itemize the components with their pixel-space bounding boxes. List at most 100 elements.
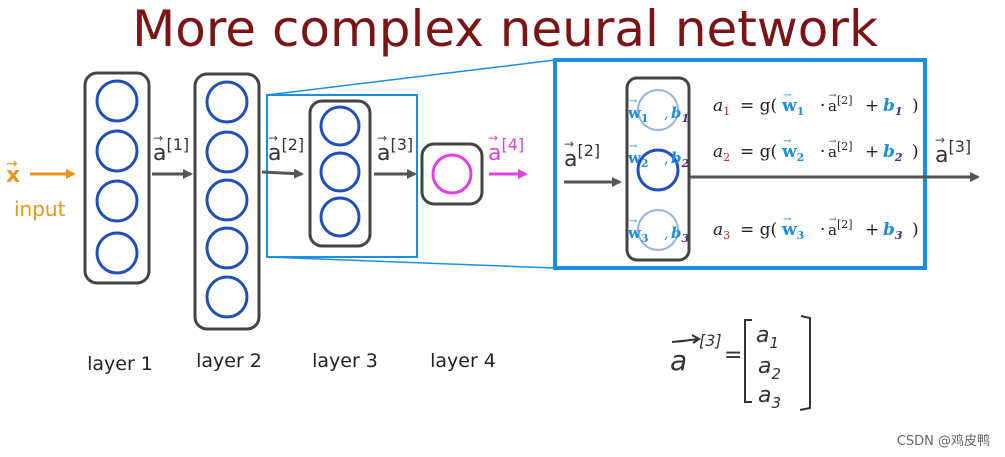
layer-1-label: layer 1 [87, 353, 153, 375]
svg-text:a1: a1 [713, 96, 730, 118]
svg-text:w2: w2 [627, 149, 649, 170]
svg-text:): ) [912, 142, 919, 162]
zoom-neuron-1-params: → w1 , b1 [627, 96, 689, 125]
layer-2-neuron [205, 226, 249, 270]
svg-text:b3: b3 [883, 220, 903, 242]
slide-title: More complex neural network [132, 0, 878, 58]
svg-text:,: , [664, 149, 669, 167]
svg-text:→: → [629, 216, 638, 227]
svg-text:w1: w1 [781, 96, 804, 118]
layer-2-neuron [205, 275, 249, 319]
svg-text:): ) [912, 96, 919, 116]
svg-text:a: a [670, 344, 687, 377]
svg-text:b3: b3 [671, 224, 690, 245]
layer-3-highlight-box [266, 94, 418, 258]
layer-4-box [420, 142, 484, 206]
layer-3-label: layer 3 [312, 350, 378, 372]
layer-2-neurons [205, 80, 249, 319]
watermark: CSDN @鸡皮鸭 [897, 433, 990, 449]
layer-1-neuron [95, 231, 139, 275]
layer-1-box [83, 71, 151, 285]
equation-3: a3 = g( → w3 · → a[2] + b3 ) [713, 214, 919, 242]
layer-4-label: layer 4 [430, 350, 496, 372]
svg-text:→: → [629, 96, 638, 107]
svg-text:w2: w2 [781, 142, 804, 164]
layer-1-neuron [95, 179, 139, 223]
input-x-symbol: x [6, 163, 20, 188]
layer-1-neurons [95, 79, 139, 275]
svg-text:a1: a1 [756, 323, 779, 352]
svg-text:→: → [783, 90, 792, 101]
zoom-connector-bottom [266, 256, 556, 269]
zoom-input-label: a[2] [564, 141, 600, 172]
svg-text:[3]: [3] [699, 331, 722, 350]
svg-text:b1: b1 [671, 104, 689, 125]
zoom-neuron-2-params: → w2 , b2 [627, 141, 690, 170]
input-x-arrow-symbol: → [6, 156, 18, 172]
svg-text:→: → [783, 136, 792, 147]
svg-text:= g(: = g( [740, 220, 777, 240]
zoom-neurons [636, 89, 680, 251]
svg-text:a[2]: a[2] [828, 218, 853, 239]
zoom-neuron-3-params: → w3 , b3 [627, 216, 690, 245]
svg-text:,: , [664, 224, 669, 242]
svg-text:= g(: = g( [740, 96, 777, 116]
svg-text:→: → [829, 137, 837, 147]
zoom-output-label: a[3] [935, 137, 971, 168]
svg-text:→: → [629, 141, 638, 152]
layer-2-label: layer 2 [196, 350, 262, 372]
a1-label: a[1] [153, 135, 189, 166]
svg-text:→: → [829, 215, 837, 225]
svg-text:+: + [865, 96, 879, 116]
layer-2-neuron [205, 178, 249, 222]
svg-text:a[2]: a[2] [828, 140, 853, 161]
zoom-input-vector-arrow: → [564, 137, 574, 151]
a2-arrow [261, 168, 304, 179]
svg-text:= g(: = g( [740, 142, 777, 162]
a2-vector-arrow: → [268, 131, 278, 145]
svg-text:b2: b2 [883, 142, 903, 164]
a3-label: a[3] [377, 135, 413, 166]
svg-text:→: → [783, 214, 792, 225]
svg-text:,: , [664, 104, 669, 122]
a4-label: a[4] [488, 135, 524, 166]
layer-3-neurons [319, 105, 361, 238]
layer-1-neuron [95, 129, 139, 173]
zoom-connector-top [266, 59, 556, 96]
svg-text:b1: b1 [883, 96, 903, 118]
handwritten-vector-arrow [671, 334, 701, 344]
svg-text:·: · [820, 220, 825, 240]
equation-1: a1 = g( → w1 · → a[2] + b1 ) [713, 90, 919, 118]
svg-text:→: → [829, 91, 837, 101]
svg-text:·: · [820, 142, 825, 162]
a4-vector-arrow: → [488, 131, 498, 145]
svg-text:a[2]: a[2] [828, 94, 853, 115]
zoom-output-vector-arrow: → [935, 133, 945, 147]
a2-label: a[2] [268, 135, 304, 166]
svg-text:a3: a3 [713, 220, 730, 242]
layer-3-box [308, 99, 372, 248]
svg-text:a2: a2 [758, 354, 781, 383]
equation-2: a2 = g( → w2 · → a[2] + b2 ) [713, 136, 919, 164]
svg-text:w3: w3 [627, 224, 649, 245]
layer-4-neuron [431, 153, 473, 195]
layer-2-box [193, 72, 261, 331]
input-label: input [14, 197, 66, 221]
layer-2-neuron [205, 130, 249, 174]
svg-text:w1: w1 [627, 104, 649, 125]
handwritten-vector: a [3] = a1 a2 a3 [670, 315, 811, 412]
svg-text:+: + [865, 220, 879, 240]
svg-text:a3: a3 [758, 383, 781, 412]
zoom-panel [553, 58, 927, 270]
svg-text:): ) [912, 220, 919, 240]
svg-text:a2: a2 [713, 142, 730, 164]
layer-2-neuron [205, 80, 249, 124]
layer-3-neuron [319, 196, 361, 238]
a1-vector-arrow: → [153, 131, 163, 145]
svg-text:·: · [820, 96, 825, 116]
zoom-neuron-3 [637, 209, 679, 251]
zoom-neuron-2 [636, 148, 680, 192]
svg-text:b2: b2 [671, 149, 690, 170]
handwritten-left-bracket [744, 319, 752, 403]
svg-text:w3: w3 [781, 220, 804, 242]
